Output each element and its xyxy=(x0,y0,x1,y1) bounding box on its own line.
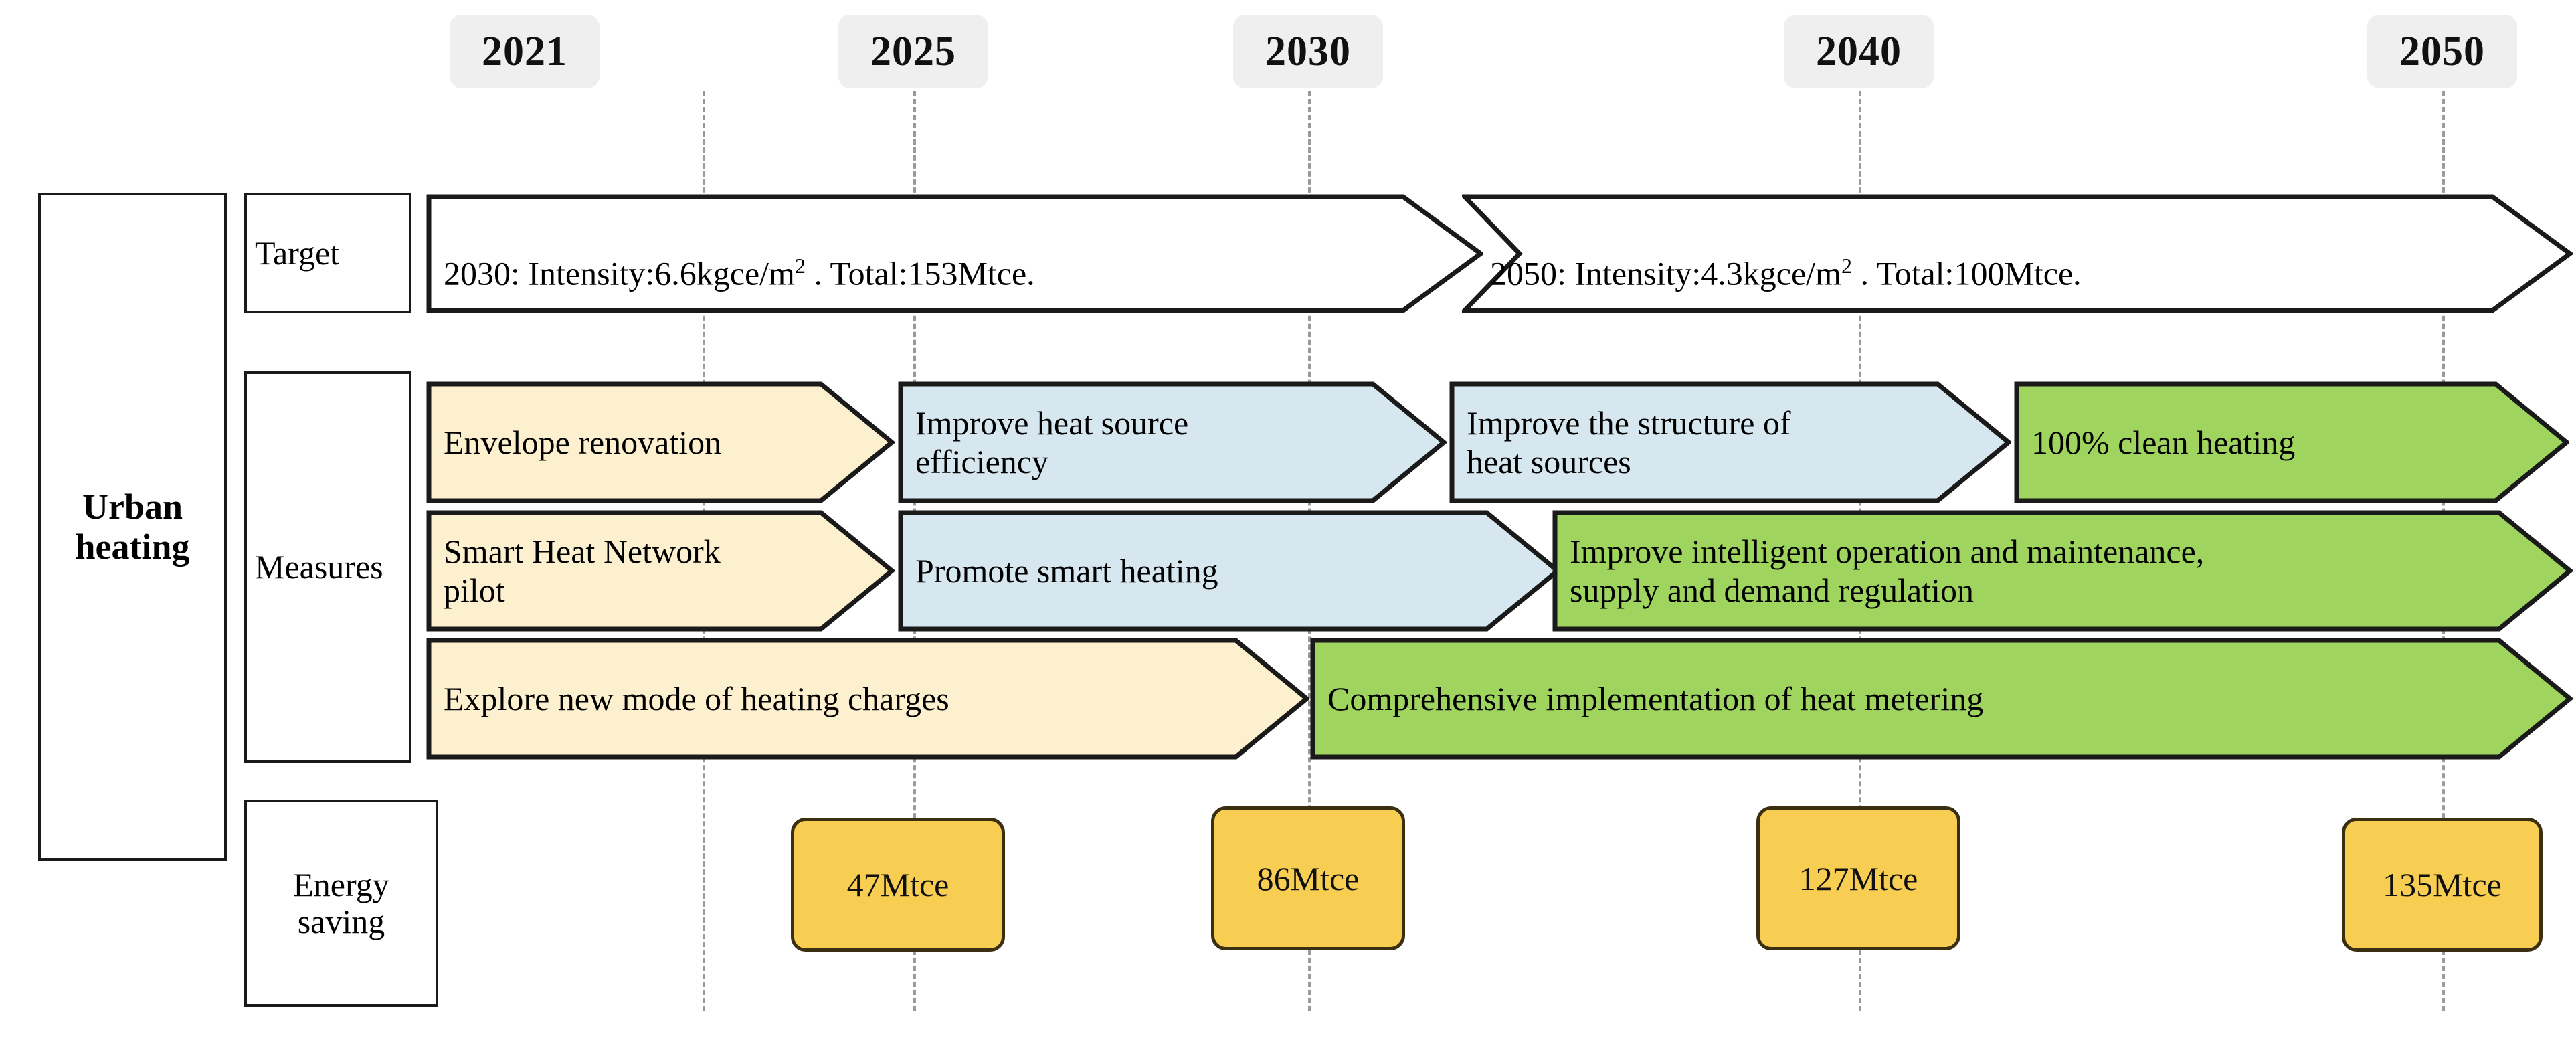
row-label-measures: Measures xyxy=(244,371,411,763)
measure-arrow-improve-heat-source-efficiency[interactable]: Improve heat source efficiency xyxy=(898,381,1448,503)
energy-saving-badge-2050[interactable]: 135Mtce xyxy=(2342,818,2543,952)
measure-arrow-explore-new-mode-heating-charges[interactable]: Explore new mode of heating charges xyxy=(426,638,1311,760)
measure-text: Smart Heat Network pilot xyxy=(444,533,721,609)
badge-label: 47Mtce xyxy=(846,866,949,903)
year-label: 2030 xyxy=(1265,28,1351,74)
timeline-year-2021: 2021 xyxy=(450,15,600,88)
measure-text: Comprehensive implementation of heat met… xyxy=(1327,680,1984,717)
row-label-text: Measures xyxy=(255,548,383,586)
arrow-shape xyxy=(426,381,896,503)
row-label-text: Energy saving xyxy=(293,866,389,940)
target-text-pre: 2030: Intensity:6.6kgce/m xyxy=(444,254,795,292)
measure-arrow-100-clean-heating[interactable]: 100% clean heating xyxy=(2014,381,2571,503)
measure-text: Improve intelligent operation and mainte… xyxy=(1570,533,2205,609)
arrow-shape xyxy=(426,510,896,632)
target-arrow-2050[interactable]: 2050: Intensity:4.3kgce/m2 . Total:100Mt… xyxy=(1459,194,2574,313)
measure-text: 100% clean heating xyxy=(2031,424,2296,461)
timeline-year-2040: 2040 xyxy=(1784,15,1934,88)
badge-label: 127Mtce xyxy=(1799,859,1918,897)
measure-text: Promote smart heating xyxy=(915,552,1218,590)
energy-saving-badge-2025[interactable]: 47Mtce xyxy=(791,818,1005,952)
master-title-box: Urban heating xyxy=(38,193,227,861)
timeline-year-2030: 2030 xyxy=(1233,15,1383,88)
target-text-sup: 2 xyxy=(794,253,806,278)
arrow-shape xyxy=(898,510,1562,632)
measure-text: Improve the structure of heat sources xyxy=(1467,404,1791,480)
energy-saving-badge-2040[interactable]: 127Mtce xyxy=(1756,806,1960,950)
arrow-shape xyxy=(1310,638,2574,760)
arrow-shape xyxy=(426,638,1311,760)
energy-saving-badge-2030[interactable]: 86Mtce xyxy=(1211,806,1405,950)
target-text-sup: 2 xyxy=(1841,253,1852,278)
arrow-shape xyxy=(1552,510,2574,632)
measure-arrow-improve-structure-heat-sources[interactable]: Improve the structure of heat sources xyxy=(1449,381,2013,503)
measure-text: Explore new mode of heating charges xyxy=(444,680,949,717)
year-label: 2040 xyxy=(1816,28,1902,74)
measure-text: Improve heat source efficiency xyxy=(915,404,1189,480)
timeline-year-2050: 2050 xyxy=(2367,15,2517,88)
year-label: 2050 xyxy=(2399,28,2485,74)
arrow-shape xyxy=(2014,381,2571,503)
measure-arrow-comprehensive-heat-metering[interactable]: Comprehensive implementation of heat met… xyxy=(1310,638,2574,760)
target-text-post: . Total:100Mtce. xyxy=(1851,254,2082,292)
measure-text: Envelope renovation xyxy=(444,424,722,461)
arrow-shape xyxy=(898,381,1448,503)
measure-arrow-smart-heat-network-pilot[interactable]: Smart Heat Network pilot xyxy=(426,510,896,632)
measure-arrow-promote-smart-heating[interactable]: Promote smart heating xyxy=(898,510,1562,632)
badge-label: 135Mtce xyxy=(2383,866,2502,903)
year-label: 2025 xyxy=(870,28,956,74)
year-label: 2021 xyxy=(482,28,567,74)
row-label-target: Target xyxy=(244,193,411,313)
row-label-energy-saving: Energy saving xyxy=(244,800,438,1007)
target-text-pre: 2050: Intensity:4.3kgce/m xyxy=(1490,254,1841,292)
badge-label: 86Mtce xyxy=(1257,859,1360,897)
target-arrow-2030[interactable]: 2030: Intensity:6.6kgce/m2 . Total:153Mt… xyxy=(426,194,1485,313)
page-title: Urban heating xyxy=(75,486,190,567)
arrow-shape xyxy=(1459,194,2574,313)
row-label-text: Target xyxy=(255,234,340,272)
arrow-shape xyxy=(426,194,1485,313)
measure-arrow-improve-intelligent-operation[interactable]: Improve intelligent operation and mainte… xyxy=(1552,510,2574,632)
target-text: 2050: Intensity:4.3kgce/m2 . Total:100Mt… xyxy=(1462,215,2099,293)
target-text-post: . Total:153Mtce. xyxy=(805,254,1035,292)
timeline-year-2025: 2025 xyxy=(838,15,988,88)
measure-arrow-envelope-renovation[interactable]: Envelope renovation xyxy=(426,381,896,503)
target-text: 2030: Intensity:6.6kgce/m2 . Total:153Mt… xyxy=(426,215,1052,293)
arrow-shape xyxy=(1449,381,2013,503)
